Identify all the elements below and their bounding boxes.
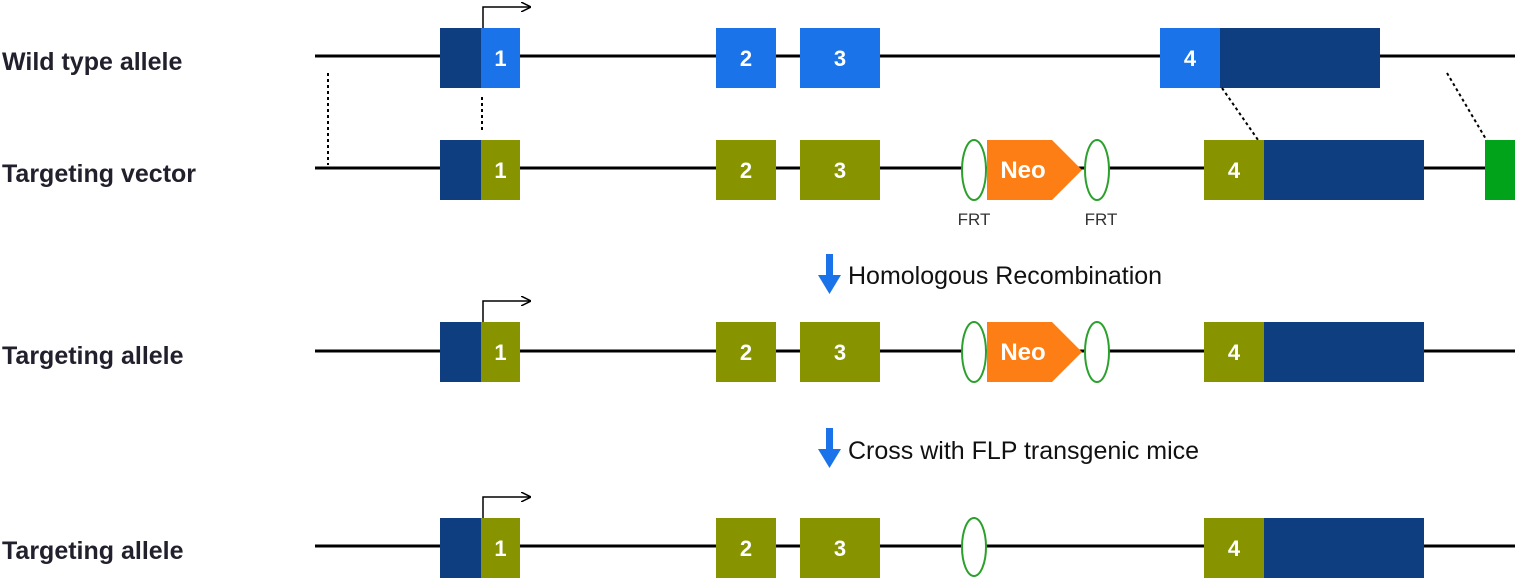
neo-cassette: Neo [987,322,1082,382]
row-label: Wild type allele [2,48,182,76]
exon-3: 3 [800,518,880,578]
row-targeting-allele-flp: Targeting allele 1 2 3 4 [2,497,1515,578]
step-flp-cross: Cross with FLP transgenic mice [818,428,1199,468]
utr-3prime [1264,322,1424,382]
svg-text:4: 4 [1228,536,1241,561]
svg-text:4: 4 [1228,340,1241,365]
utr-3prime [1264,518,1424,578]
utr-3prime [1264,140,1424,200]
exon-4: 4 [1204,322,1264,382]
svg-text:2: 2 [740,46,752,71]
row-targeting-vector: Targeting vector 1 2 3 Neo FRT FRT 4 [2,139,1515,229]
row-wild-type-allele: Wild type allele 1 2 3 4 [2,7,1515,88]
svg-text:2: 2 [740,158,752,183]
frt-site-remaining [961,517,987,577]
svg-text:Neo: Neo [1000,157,1045,184]
svg-text:1: 1 [494,46,506,71]
utr-3prime [1220,28,1380,88]
exon-3: 3 [800,28,880,88]
exon-2: 2 [716,322,776,382]
utr-5prime [440,518,481,578]
step-label: Cross with FLP transgenic mice [848,437,1199,465]
svg-text:1: 1 [494,158,506,183]
svg-text:3: 3 [834,340,846,365]
exon-4: 4 [1204,518,1264,578]
svg-text:2: 2 [740,340,752,365]
exon-1: 1 [481,140,520,200]
step-label: Homologous Recombination [848,262,1162,290]
row-label: Targeting vector [2,160,196,188]
svg-text:3: 3 [834,536,846,561]
svg-text:1: 1 [494,340,506,365]
exon-4: 4 [1160,28,1220,88]
exon-2: 2 [716,140,776,200]
row-label: Targeting allele [2,342,184,370]
exon-1: 1 [481,518,520,578]
exon-3: 3 [800,140,880,200]
frt-site-left [961,139,987,201]
promoter-arrow-icon [482,7,530,28]
exon-2: 2 [716,518,776,578]
frt-site-right [1084,139,1110,201]
frt-label-right: FRT [1085,210,1118,229]
svg-text:2: 2 [740,536,752,561]
down-arrow-icon [818,254,841,294]
exon-1: 1 [481,28,520,88]
promoter-arrow-icon [482,497,530,518]
down-arrow-icon [818,428,841,468]
utr-5prime [440,322,481,382]
svg-text:3: 3 [834,158,846,183]
selection-marker [1485,140,1515,200]
svg-text:4: 4 [1228,158,1241,183]
row-targeting-allele-neo: Targeting allele 1 2 3 Neo 4 [2,301,1515,383]
neo-cassette: Neo [987,140,1082,200]
exon-1: 1 [481,322,520,382]
frt-site-right [1084,321,1110,383]
frt-label-left: FRT [958,210,991,229]
exon-3: 3 [800,322,880,382]
svg-text:1: 1 [494,536,506,561]
exon-2: 2 [716,28,776,88]
promoter-arrow-icon [482,301,530,322]
svg-text:4: 4 [1184,46,1197,71]
frt-site-left [961,321,987,383]
svg-text:Neo: Neo [1000,339,1045,366]
row-label: Targeting allele [2,537,184,565]
utr-5prime [440,140,481,200]
step-homologous-recombination: Homologous Recombination [818,254,1162,294]
utr-5prime [440,28,481,88]
exon-4: 4 [1204,140,1264,200]
svg-text:3: 3 [834,46,846,71]
